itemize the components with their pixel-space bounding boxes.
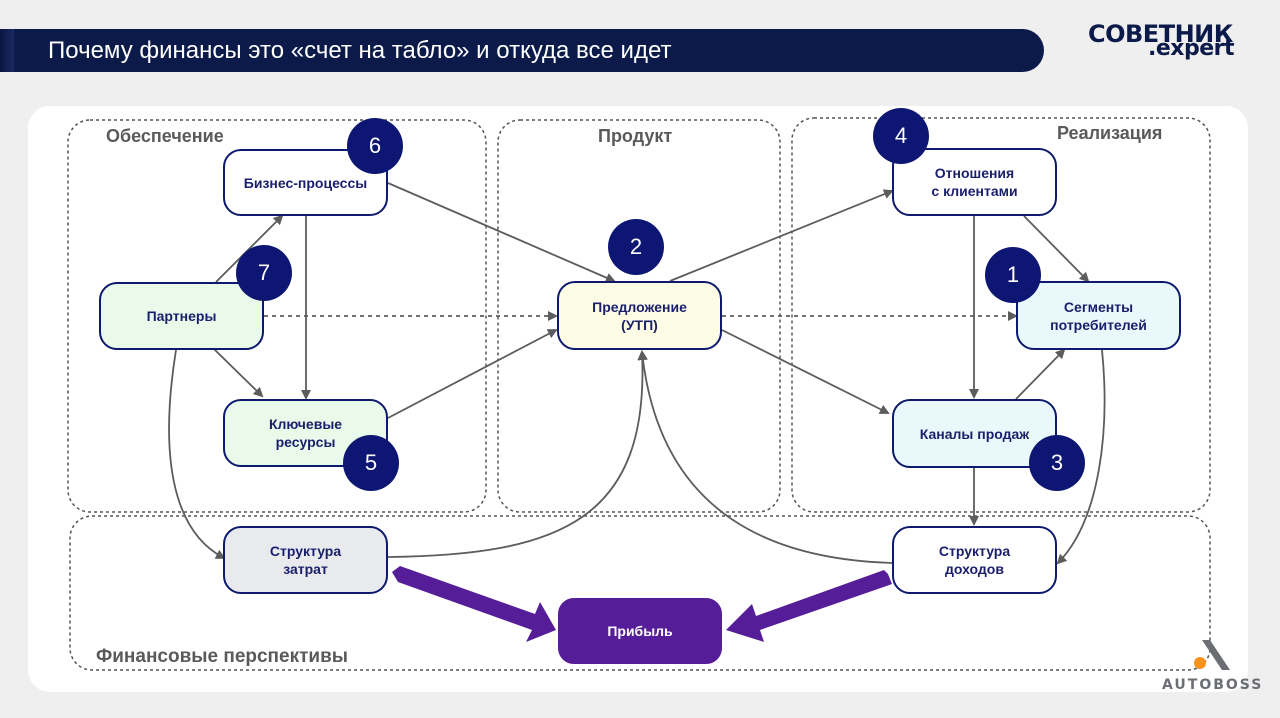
arrow-offer-to-channels [721, 329, 890, 414]
arrow-partners-to-resources [213, 348, 264, 398]
arrow-revenue-to-profit [726, 570, 892, 642]
arrow-relations-to-segments [1023, 215, 1090, 283]
node-offer-line1: Предложение [592, 298, 687, 315]
node-customer-relations[interactable]: Отношения с клиентами [892, 148, 1057, 216]
node-key-resources-line1: Ключевые [268, 416, 343, 432]
node-revenue-structure[interactable]: Структура доходов [892, 526, 1057, 594]
node-customer-segments-line2: потребителей [1050, 316, 1147, 333]
group-label-product: Продукт [598, 126, 673, 146]
node-cost-structure-line2: затрат [283, 561, 328, 577]
node-profit-label: Прибыль [607, 623, 673, 639]
title-bar [0, 29, 1044, 72]
arrow-channels-to-segments [1015, 348, 1066, 400]
badge-1: 1 [985, 247, 1041, 303]
node-revenue-structure-line1: Структура [938, 543, 1011, 559]
node-offer[interactable]: Предложение (УТП) [557, 281, 722, 350]
node-revenue-structure-line2: доходов [945, 561, 1004, 577]
node-customer-relations-line2: с клиентами [931, 183, 1018, 199]
page-title: Почему финансы это «счет на табло» и отк… [48, 37, 672, 64]
group-finance-box [69, 515, 1211, 671]
node-cost-structure-line1: Структура [269, 543, 342, 559]
node-partners[interactable]: Партнеры [99, 282, 264, 350]
badge-2: 2 [608, 219, 664, 275]
badge-3: 3 [1029, 435, 1085, 491]
arrow-cost-to-offer [387, 350, 648, 558]
badge-4: 4 [873, 108, 929, 164]
node-customer-segments-line1: Сегменты [1063, 298, 1134, 315]
node-cost-structure[interactable]: Структура затрат [223, 526, 388, 594]
arrow-resources-to-offer [387, 329, 558, 419]
autoboss-logo-icon [1194, 640, 1230, 670]
group-realization-box [791, 117, 1211, 513]
badge-7: 7 [236, 245, 292, 301]
node-sales-channels-label: Каналы продаж [919, 425, 1030, 442]
arrow-offer-to-relations [669, 189, 894, 282]
brand-logo-sovetnik: СОВЕТНИК [1088, 20, 1233, 48]
node-business-processes-label: Бизнес-процессы [243, 174, 368, 191]
autoboss-brand: AUTOBOSS [1162, 677, 1264, 693]
arrow-processes-to-offer [387, 182, 616, 283]
brand-logo-expert: .expert [1148, 36, 1235, 61]
group-label-finance: Финансовые перспективы [96, 646, 349, 667]
group-support-box [67, 119, 487, 513]
badge-5: 5 [343, 435, 399, 491]
node-partners-label: Партнеры [146, 308, 217, 324]
node-customer-relations-line1: Отношения [934, 165, 1015, 181]
node-profit[interactable]: Прибыль [558, 598, 722, 664]
node-customer-segments[interactable]: Сегменты потребителей [1016, 281, 1181, 350]
arrow-cost-to-profit [392, 566, 556, 642]
arrow-partners-to-cost [168, 349, 226, 559]
node-key-resources-line2: ресурсы [275, 434, 336, 450]
arrow-revenue-to-offer [637, 350, 895, 564]
arrow-segments-to-revenue [1056, 349, 1106, 565]
group-label-realization: Реализация [1057, 123, 1163, 143]
node-offer-line2: (УТП) [621, 316, 658, 333]
group-label-support: Обеспечение [106, 126, 224, 146]
badge-6: 6 [347, 118, 403, 174]
